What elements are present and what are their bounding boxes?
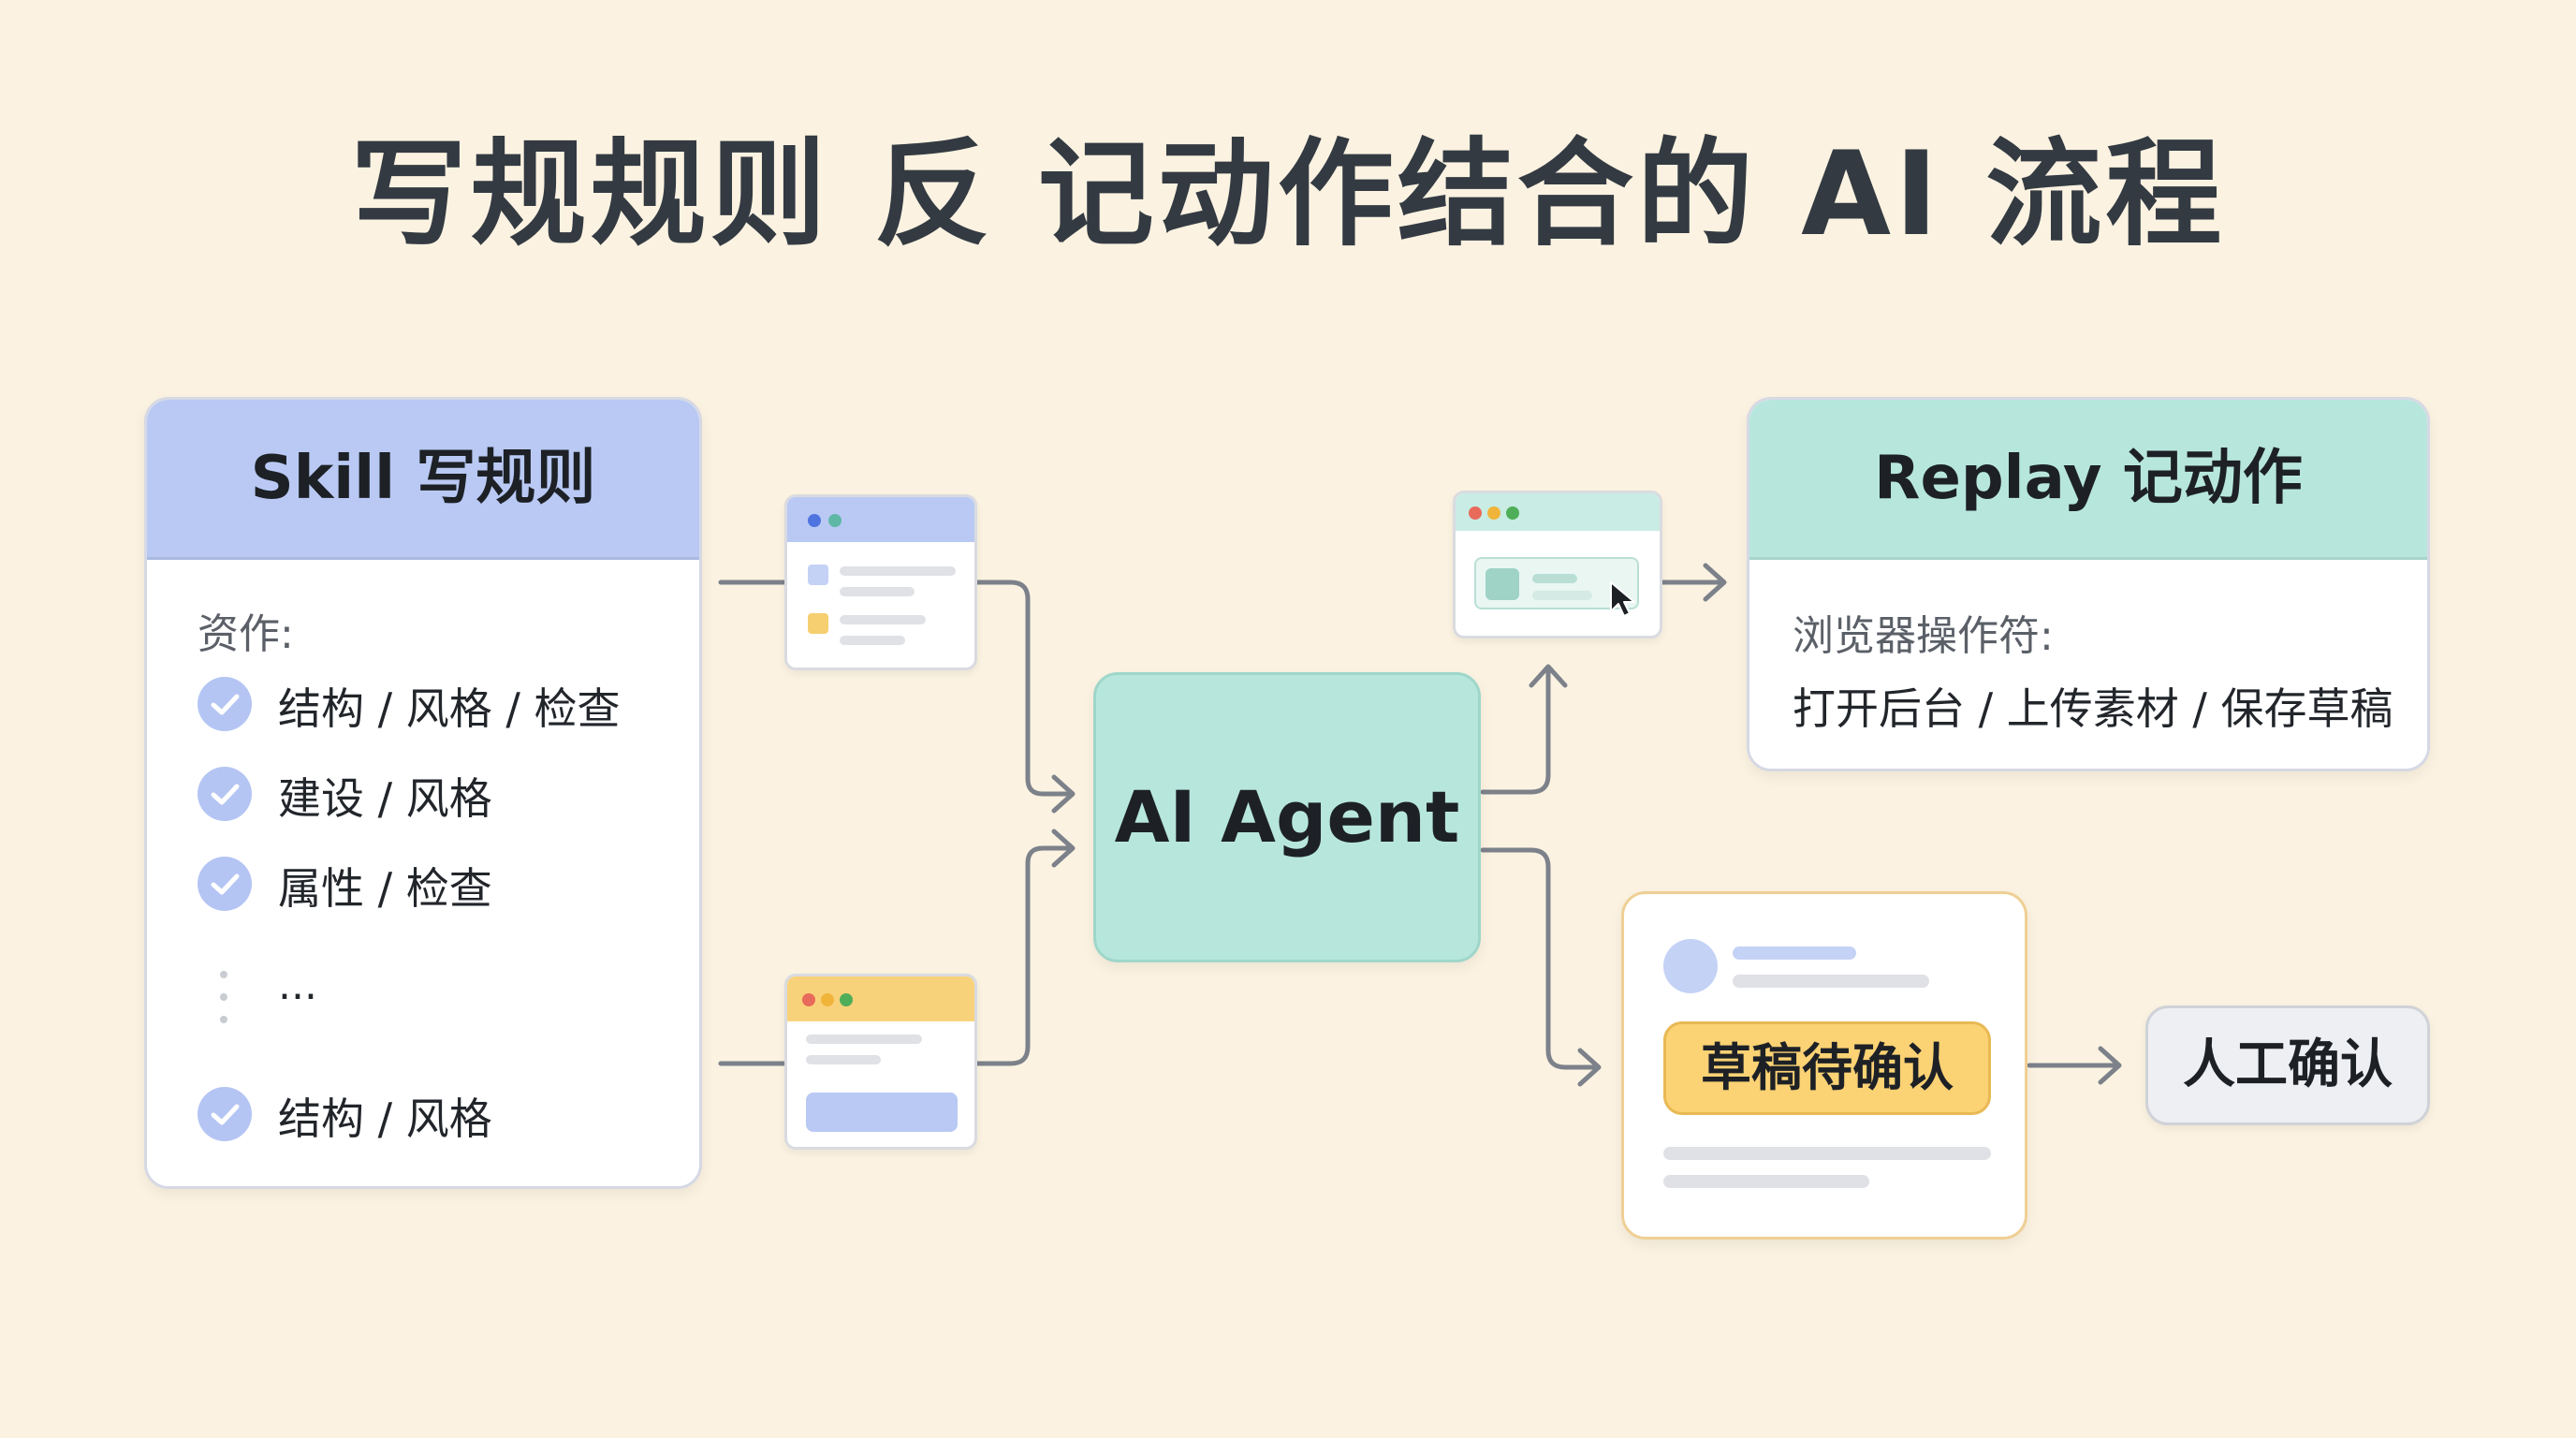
vertical-dots-icon: [220, 971, 227, 1027]
skill-item: 建设 / 风格: [278, 773, 492, 824]
check-icon: [198, 677, 252, 731]
draft-card: 草稿待确认: [1621, 891, 2027, 1240]
arrow-agent-to-draft: [1480, 847, 1600, 1070]
arrow-agent-to-replay: [1480, 666, 1551, 795]
replay-card-header: Replay 记动作: [1749, 400, 2427, 560]
check-icon: [198, 767, 252, 821]
skill-card-header: Skill 写规则: [147, 400, 699, 560]
skill-item: 结构 / 风格 / 检查: [278, 683, 621, 734]
check-icon: [198, 1087, 252, 1141]
skill-item: 属性 / 检查: [278, 863, 492, 914]
cursor-icon: [1610, 581, 1635, 617]
check-icon: [198, 857, 252, 911]
skill-card: Skill 写规则 资作: 结构 / 风格 / 检查 建设 / 风格 属性 / …: [144, 397, 702, 1189]
ai-agent-box: AI Agent: [1093, 672, 1481, 962]
skill-card-subtitle: 资作:: [198, 610, 294, 658]
replay-card-actions: 打开后台 / 上传素材 / 保存草稿: [1793, 683, 2393, 734]
replay-card: Replay 记动作 浏览器操作符: 打开后台 / 上传素材 / 保存草稿: [1747, 397, 2430, 771]
rules-doc-window-icon: [784, 494, 977, 670]
avatar: [1663, 939, 1718, 993]
human-confirm-button: 人工确认: [2145, 1005, 2430, 1125]
skill-item: 结构 / 风格: [278, 1093, 492, 1144]
replay-card-subtitle: 浏览器操作符:: [1793, 612, 2054, 660]
page-title: 写规规则 反 记动作结合的 AI 流程: [350, 127, 2226, 262]
arrow-form-window-to-agent: [973, 845, 1074, 1066]
skill-ellipsis: ...: [278, 961, 317, 1009]
draft-pending-badge: 草稿待确认: [1663, 1021, 1991, 1115]
form-window-icon: [784, 974, 977, 1150]
browser-replay-window-icon: [1453, 491, 1662, 638]
arrow-rules-window-to-agent: [973, 580, 1074, 797]
